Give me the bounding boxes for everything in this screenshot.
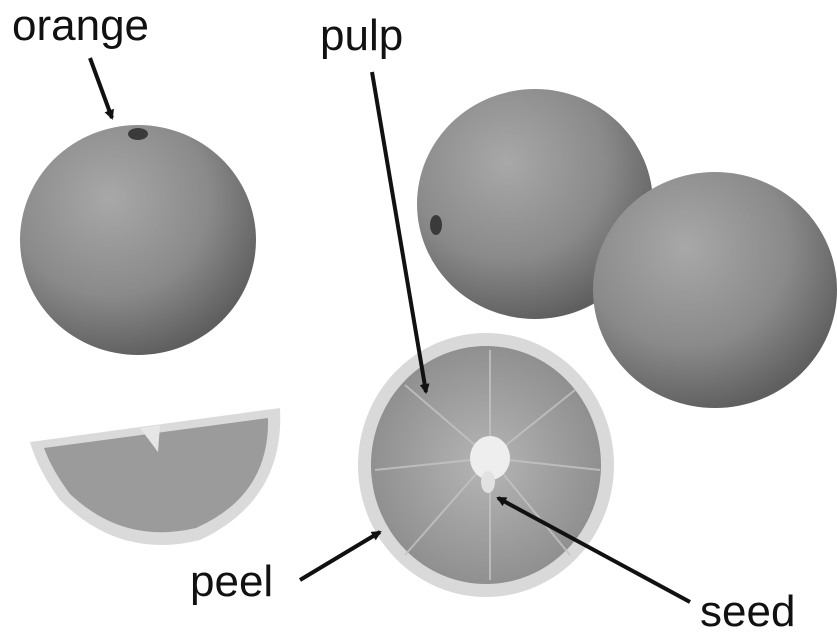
peel-label: peel xyxy=(190,560,273,604)
orange-label: orange xyxy=(12,4,149,48)
orange-pointer-arrow xyxy=(90,58,112,118)
pulp-label: pulp xyxy=(320,14,403,58)
whole-orange xyxy=(20,125,256,355)
orange-half xyxy=(358,333,614,597)
orange-stem xyxy=(128,128,148,140)
whole-orange-front xyxy=(593,172,837,408)
peel-pointer-arrow xyxy=(300,532,380,580)
orange-seed xyxy=(481,471,495,493)
orange-wedge xyxy=(30,408,280,545)
pulp-pointer-arrow xyxy=(372,72,426,392)
seed-label: seed xyxy=(700,590,795,634)
